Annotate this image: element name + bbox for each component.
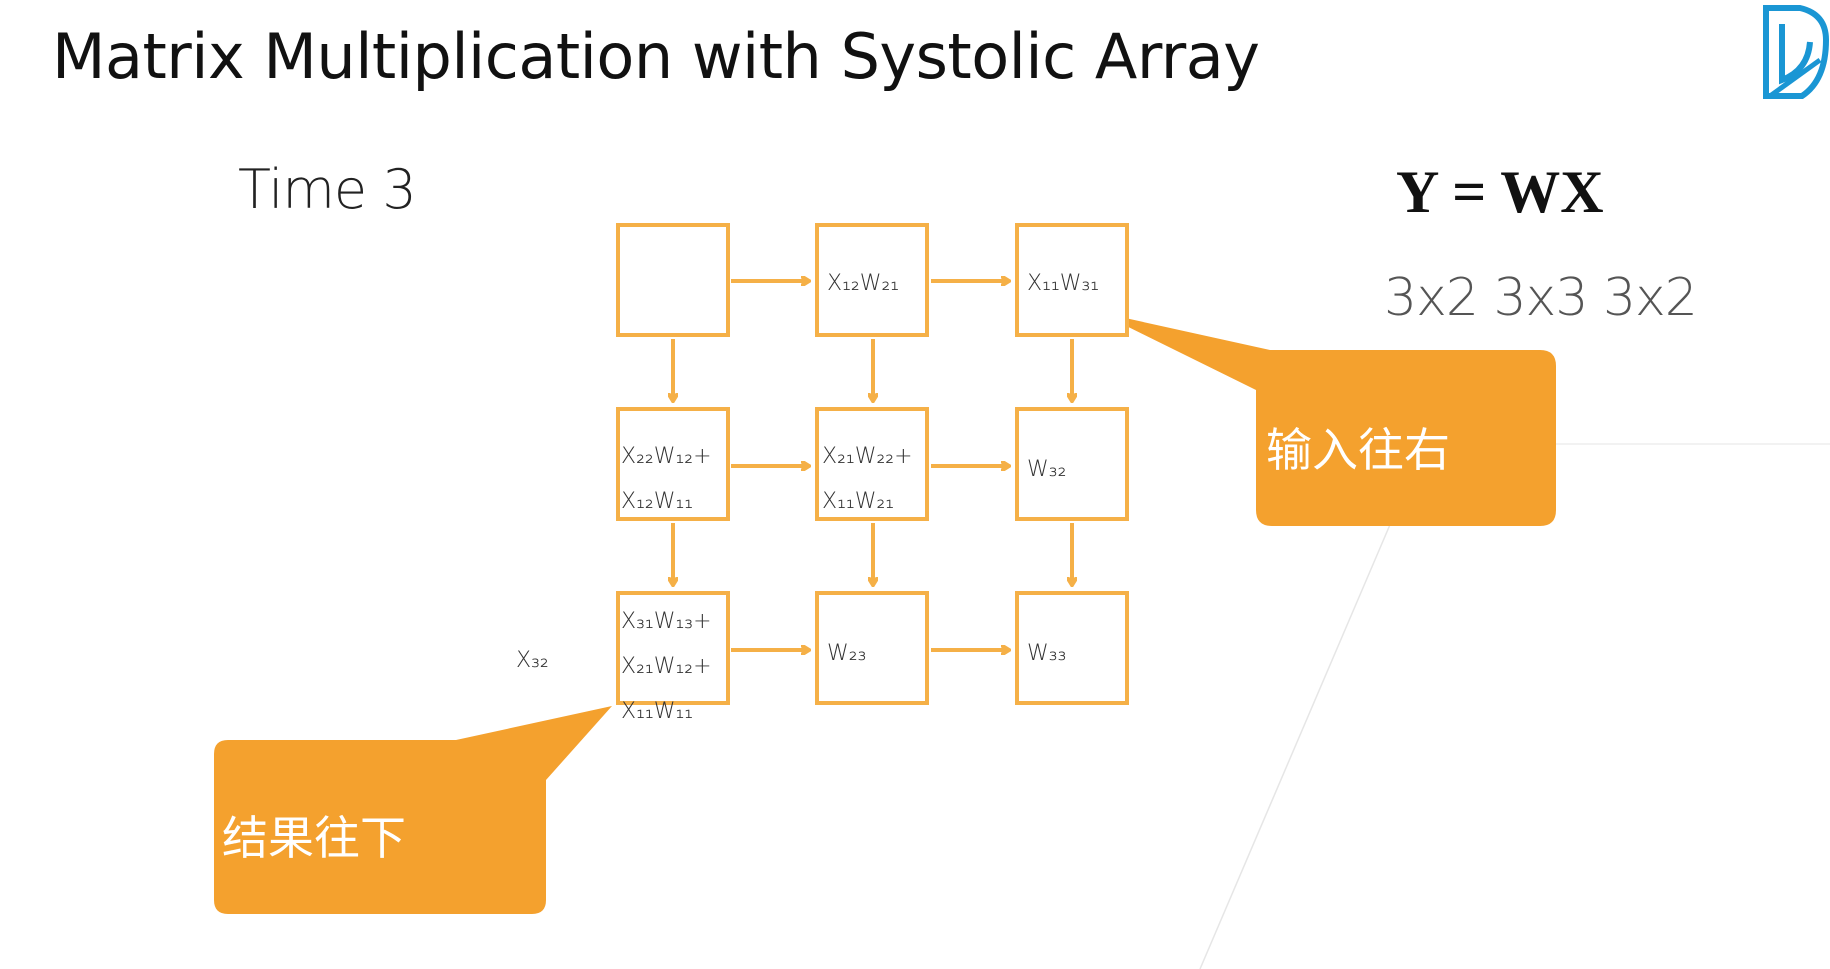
pe-cell-r3c2 [815,591,929,705]
callout-result-down [214,706,612,914]
pe-cell-r1c1 [616,223,730,337]
time-label: Time 3 [238,158,417,221]
callout-result-down-text: 结果往下 [222,811,406,865]
cell-text-r2c3: W₃₂ [1027,457,1067,482]
cell-text-r2c1-line2: X₁₂W₁₁ [621,489,694,514]
cell-text-r3c1-line3: X₁₁W₁₁ [621,699,694,724]
cell-text-r1c3: X₁₁W₃₁ [1027,271,1100,296]
matrix-dimensions: 3x2 3x3 3x2 [1384,268,1698,328]
logo-icon [1763,5,1830,99]
cell-text-r3c3: W₃₃ [1027,641,1067,666]
pe-cell-r3c3 [1015,591,1129,705]
equation: Y = WX [1396,159,1604,225]
cell-text-r2c2-line1: X₂₁W₂₂+ [822,444,913,469]
incoming-input-label: X₃₂ [516,648,549,673]
callout-input-right [1098,312,1556,526]
pe-cell-r2c3 [1015,407,1129,521]
pe-cell-r3c1 [616,591,730,705]
cell-text-r3c2: W₂₃ [827,641,867,666]
pe-cell-r1c3 [1015,223,1129,337]
background-line [1199,519,1393,969]
pe-cell-r1c2 [815,223,929,337]
cell-text-r1c2: X₁₂W₂₁ [827,271,900,296]
pe-cell-r2c1 [616,407,730,521]
slide-title: Matrix Multiplication with Systolic Arra… [52,20,1260,93]
cell-text-r3c1-line1: X₃₁W₁₃+ [621,609,712,634]
cell-text-r2c1-line1: X₂₂W₁₂+ [621,444,712,469]
cell-text-r3c1-line2: X₂₁W₁₂+ [621,654,712,679]
callout-input-right-text: 输入往右 [1266,423,1450,477]
cell-text-r2c2-line2: X₁₁W₂₁ [822,489,895,514]
pe-cell-r2c2 [815,407,929,521]
